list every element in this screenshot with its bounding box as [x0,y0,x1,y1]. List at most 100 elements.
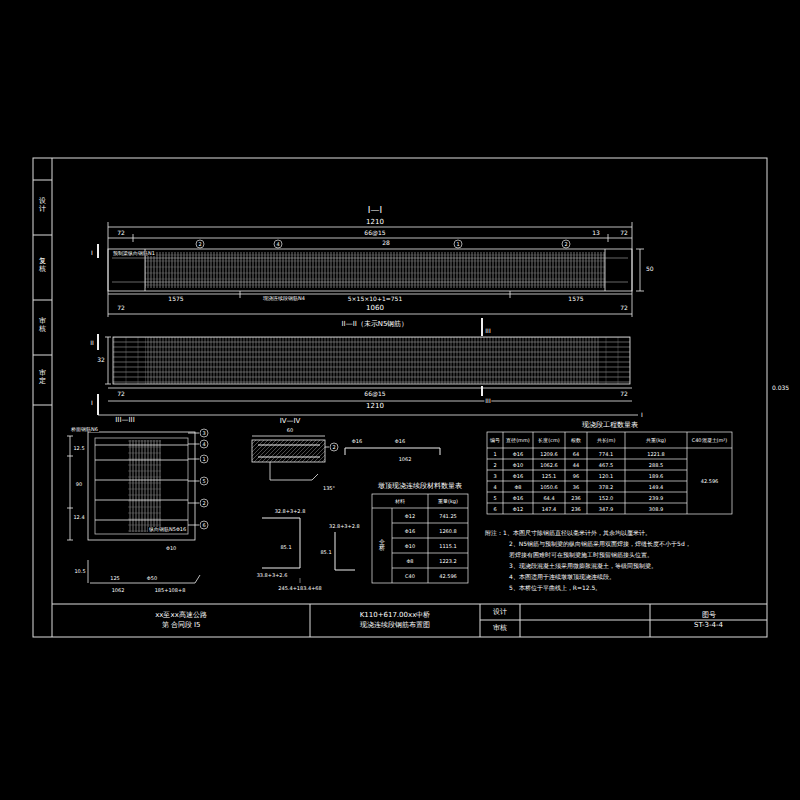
dim-text: 60 [286,428,294,433]
sheet-frame [33,355,52,356]
section-iii [88,560,89,583]
elevation-view [98,222,644,317]
plan-view [113,337,630,384]
table-header: 编号 [489,438,501,443]
section-mark: I [90,400,94,406]
table-cell: Φ10 [404,543,416,548]
table-cell: 149.4 [648,484,664,489]
section-iii [67,508,73,509]
table-cell: 材料 [394,499,406,504]
callout-circles [200,455,208,463]
elevation-view [108,222,109,317]
dim-text: 32 [96,357,106,363]
table-lines [372,432,732,583]
section-iii [70,436,71,540]
dim-text: 1575 [167,296,184,302]
title-block-text: K110+617.00xx中桥 [360,611,431,620]
dim-text: 72 [116,391,126,397]
rebar-label: 预制梁纵向钢筋N1 [112,251,156,256]
callout-circles [274,240,282,248]
callout-number: 1 [455,242,460,247]
table-lines [487,481,687,482]
table-title: 现浇段工程数量表 [581,422,639,429]
section-iii [95,480,188,481]
dim-text: 1062 [111,588,126,593]
table-header: 长度(cm) [537,438,561,443]
table-header: C40混凝土(m³) [691,438,729,443]
table-cell: 236 [570,495,582,500]
table-lines [392,568,468,569]
dim-text: 13 [591,230,601,236]
table-cell: 44 [572,462,580,467]
elevation-view [108,294,632,295]
note-text: 4、本图适用于连续墩墩顶现浇连续段。 [508,574,616,580]
plan-view [108,401,632,402]
section-mark: III [484,398,491,404]
section-iii [95,500,188,501]
table-cell: 5 [492,495,497,500]
elevation-view [240,291,241,298]
rebar-sketch [335,532,355,570]
table-cell: 1050.6 [539,484,559,489]
callout-circles [196,240,570,529]
table-cell: 1209.6 [539,451,559,456]
table-cell: 96 [572,473,580,478]
rebar-sketch [345,448,346,455]
table-cell: 1221.8 [646,451,666,456]
elevation-view [108,227,632,228]
section-iv [252,440,325,462]
section-iv [325,447,329,448]
sheet-frame [33,180,52,181]
rebar-label: Φ16 [394,439,406,444]
elevation-view [108,314,632,315]
sheet-frame [33,158,767,637]
section-iii [88,432,195,540]
dim-text: 28 [381,240,391,246]
table-lines [503,432,504,514]
dim-text: 185+108+8 [154,588,187,593]
table-cell: 4 [492,484,497,489]
table-lines [392,538,468,539]
stray-text: 0.035 [771,385,790,391]
section-title: II—II（未示N5钢筋） [341,321,410,328]
section-iii [188,444,199,445]
title-block-cell: 图号ST-3-4-4 [650,605,767,636]
sheet-frame [33,158,767,637]
section-iv [270,462,271,480]
dim-text: 1060 [365,305,385,312]
dim-text: 135° [322,486,336,491]
table-cell: 125.1 [541,473,557,478]
section-iii [95,460,188,461]
table-cell: 1 [492,451,497,456]
dim-text: 10.5 [73,569,86,574]
note-text: 2、N5钢筋与预制梁的纵向钢筋采用双面焊接，焊缝长度不小于5d， [508,541,692,547]
section-iii [188,433,199,434]
table-cell: 147.4 [541,506,557,511]
section-mark: I [90,250,94,256]
elevation-view [636,249,644,250]
dim-text: 1575 [567,296,584,302]
rebar-label: 现浇连续段钢筋N4 [262,296,306,301]
table-cell: C40 [404,573,416,578]
side-label: 审核 [39,318,46,333]
title-block-cell: xx至xx高速公路第 合同段 I5 [52,605,310,636]
table-lines [428,494,429,583]
plan-view [481,318,483,336]
table-cell: 64 [572,451,580,456]
table-lines [487,503,687,504]
section-title: IV—IV [279,418,302,425]
rebar-sketch [440,448,441,455]
plan-view [113,337,145,384]
table-lines [487,432,732,514]
section-title: I—I [367,206,383,215]
dim-text: 66@15 [363,391,386,397]
callout-circles [200,499,208,507]
elevation-view [605,249,606,291]
dim-text: 72 [619,391,629,397]
plan-view [108,337,109,384]
rebar-sketch [345,448,440,449]
table-lines [392,508,393,583]
sheet-frame [33,405,52,406]
dim-text: 1062 [398,457,413,462]
dim-text: 90 [75,482,83,487]
